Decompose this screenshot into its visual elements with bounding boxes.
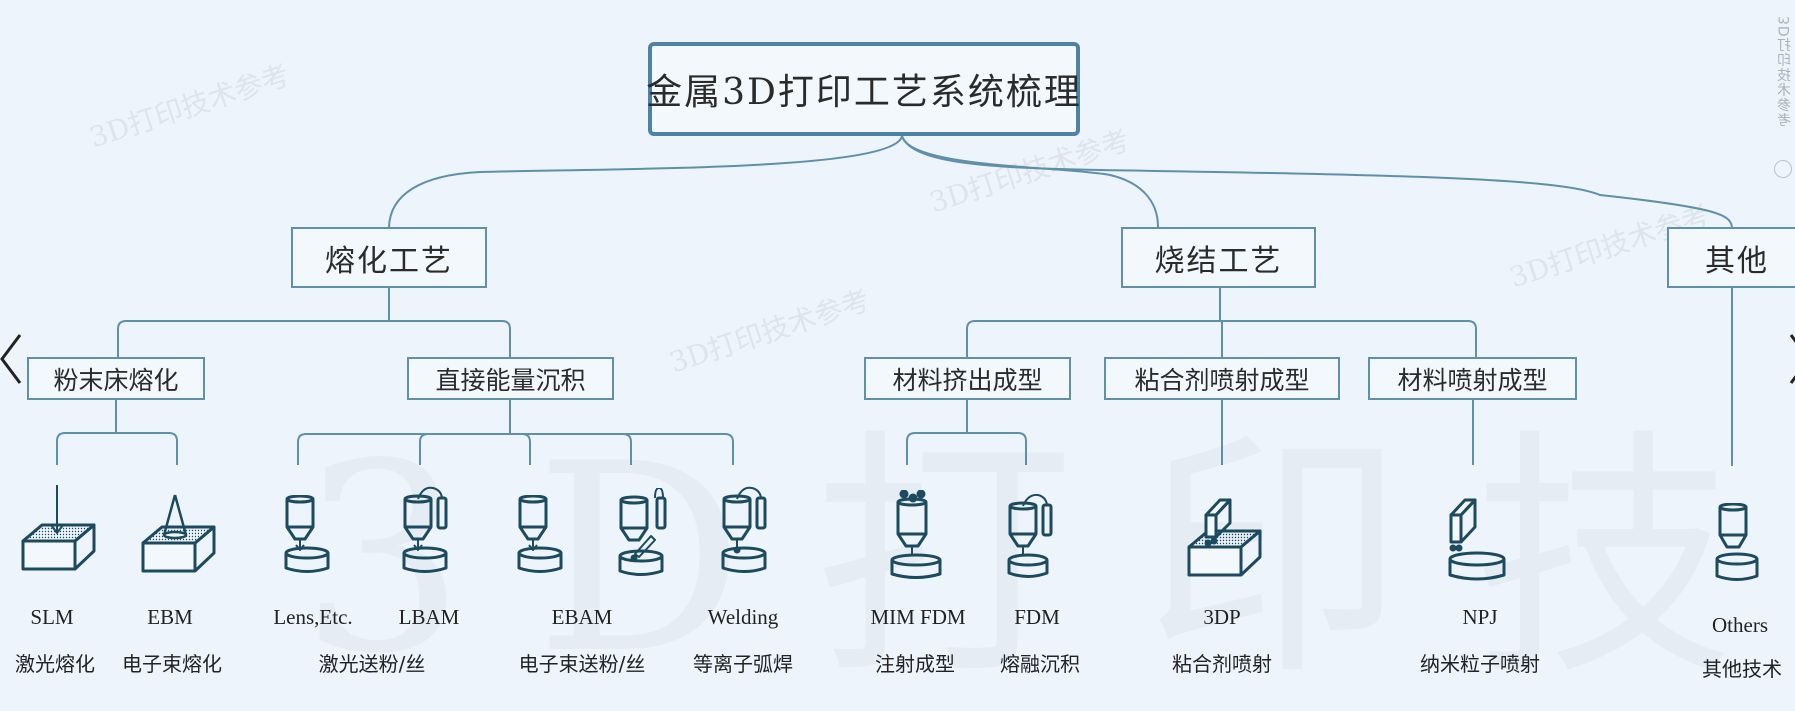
plasma-arc-welding-icon	[721, 486, 767, 573]
technique-abbr-ebm: EBM	[147, 605, 193, 629]
connector-sintering-branch	[966, 288, 1477, 357]
technique-name-mim-fdm: 注射成型	[875, 652, 955, 676]
technique-abbr-npj: NPJ	[1462, 605, 1498, 629]
technique-name-3dp: 粘合剂喷射	[1172, 652, 1272, 676]
subcategory-powder-bed-fusion[interactable]: 粉末床熔化	[27, 357, 205, 400]
technique-name-others: 其他技术	[1702, 657, 1782, 681]
technique-abbr-3dp: 3DP	[1203, 605, 1241, 629]
electron-beam-wire-feed-icon	[618, 488, 667, 576]
technique-abbr-ebam: EBAM	[551, 605, 613, 629]
wechat-icon	[1774, 160, 1792, 178]
category-melting[interactable]: 熔化工艺	[291, 227, 487, 288]
laser-powder-feed-icon	[284, 495, 330, 573]
technique-abbr-lens: Lens,Etc.	[273, 605, 353, 629]
technique-name-npj: 纳米粒子喷射	[1420, 652, 1540, 676]
subcategory-material-jetting[interactable]: 材料喷射成型	[1368, 357, 1577, 400]
connector-pbf-branch	[56, 400, 178, 465]
connector-root-sintering	[901, 135, 1159, 228]
technique-abbr-others: Others	[1712, 613, 1768, 637]
root-node[interactable]: 金属3D打印工艺系统梳理	[646, 42, 1080, 136]
technique-abbr-welding: Welding	[707, 605, 779, 629]
connector-ded-branch	[297, 400, 734, 465]
electron-beam-powder-feed-icon	[517, 495, 563, 573]
group-name-laser-feed: 激光送粉/丝	[318, 652, 426, 676]
connector-melting-branch	[117, 288, 511, 357]
previous-slide-chevron-icon[interactable]	[0, 333, 22, 385]
other-technology-icon	[1715, 503, 1759, 581]
binder-jet-icon	[1187, 498, 1262, 577]
technique-abbr-fdm: FDM	[1014, 605, 1060, 629]
powder-bed-electron-beam-icon	[141, 494, 216, 573]
technique-name-fdm: 熔融沉积	[1000, 652, 1080, 676]
technique-name-welding: 等离子弧焊	[693, 652, 793, 676]
category-other[interactable]: 其他	[1667, 227, 1795, 288]
powder-bed-laser-icon	[21, 485, 96, 571]
laser-wire-feed-icon	[402, 486, 448, 573]
nanoparticle-jet-icon	[1448, 498, 1506, 581]
subcategory-directed-energy-deposition[interactable]: 直接能量沉积	[407, 357, 614, 400]
connector-root-melting	[388, 135, 903, 228]
technique-name-slm: 激光熔化	[15, 652, 95, 676]
subcategory-material-extrusion[interactable]: 材料挤出成型	[864, 357, 1071, 400]
next-slide-chevron-icon[interactable]	[1785, 333, 1795, 385]
technique-name-ebm: 电子束熔化	[122, 652, 222, 676]
connector-extrusion-branch	[906, 400, 1027, 465]
technique-abbr-lbam: LBAM	[398, 605, 460, 629]
technique-abbr-mim-fdm: MIM FDM	[870, 605, 966, 629]
technique-abbr-slm: SLM	[30, 605, 74, 629]
subcategory-binder-jetting[interactable]: 粘合剂喷射成型	[1104, 357, 1340, 400]
metal-injection-extruder-icon	[890, 490, 942, 579]
fused-deposition-icon	[1007, 494, 1053, 578]
connector-root-other	[901, 135, 1733, 228]
category-sintering[interactable]: 烧结工艺	[1121, 227, 1316, 288]
group-name-electron-beam-feed: 电子束送粉/丝	[518, 652, 646, 676]
